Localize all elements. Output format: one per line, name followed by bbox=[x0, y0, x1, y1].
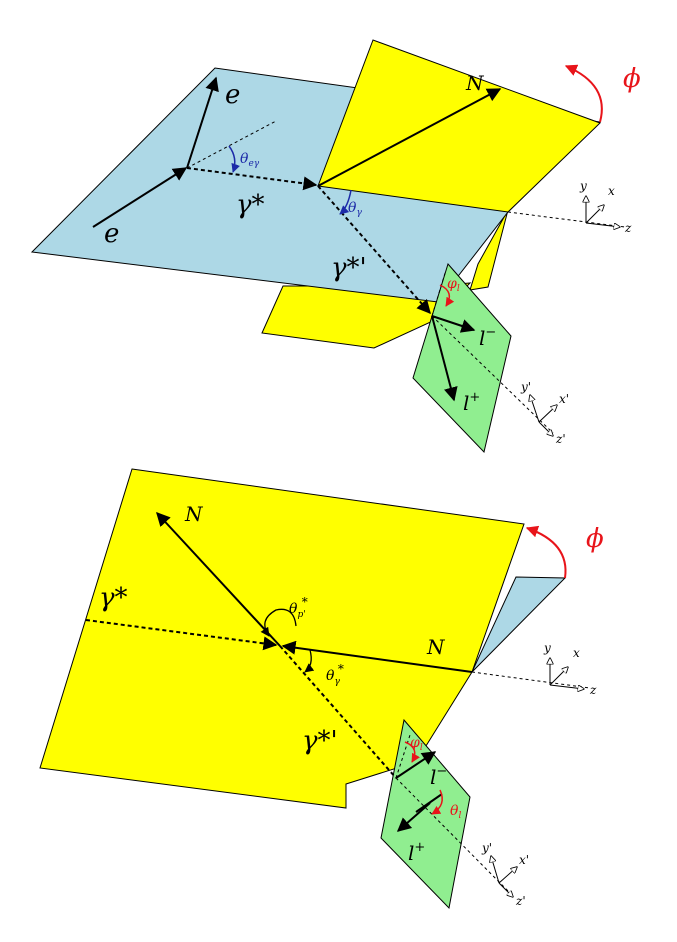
bottom-axis-z-label: z bbox=[589, 683, 597, 697]
bottom-label-theta-p: θp'* bbox=[289, 595, 308, 620]
bottom-axis-yprime-label: y' bbox=[481, 841, 492, 855]
bottom-axis-xprime-label: x' bbox=[519, 853, 529, 867]
top-yellow-lower-strip bbox=[469, 209, 509, 291]
top-dashed-green-axis bbox=[431, 269, 447, 317]
top-lepton-minus bbox=[431, 315, 476, 333]
top-lepton-plus bbox=[431, 315, 458, 402]
bottom-dashed-z-extension bbox=[471, 671, 591, 689]
top-theta-egamma-arc bbox=[228, 145, 240, 173]
bottom-label-l-minus: l− bbox=[430, 764, 447, 789]
top-label-theta-egamma: θeγ bbox=[240, 151, 260, 169]
bottom-label-gamma-star: γ* bbox=[99, 583, 128, 613]
top-yellow-upper-plane bbox=[317, 39, 601, 213]
bottom-nucleon-right bbox=[281, 640, 473, 673]
top-label-e-in: e bbox=[104, 219, 119, 249]
bottom-yellow-plane bbox=[39, 468, 525, 809]
top-phi-arc bbox=[564, 64, 603, 123]
bottom-diagram: N N γ* γ*' ϕ θp'* θγ* φl θl l− l+ y x z … bbox=[39, 468, 604, 910]
bottom-blue-plane bbox=[471, 576, 567, 673]
bottom-virtual-photon-prime bbox=[279, 645, 397, 779]
top-virtual-photon-prime bbox=[317, 185, 431, 315]
top-nucleon-vector bbox=[317, 88, 502, 187]
bottom-label-l-plus: l+ bbox=[408, 840, 425, 865]
top-axes-xyz: y x z bbox=[579, 179, 632, 235]
top-theta-gamma-arc bbox=[339, 189, 352, 215]
bottom-label-N-upper: N bbox=[184, 502, 204, 526]
bottom-theta-gamma-arc bbox=[304, 649, 315, 673]
top-diagram: e e γ* γ*' N ϕ θeγ θγ φl l− l+ y x z y' … bbox=[30, 39, 641, 454]
bottom-lepton-plus-back bbox=[396, 802, 431, 832]
top-incoming-electron bbox=[92, 167, 188, 228]
top-label-theta-gamma: θγ bbox=[348, 200, 362, 218]
top-label-varphi-l: φl bbox=[447, 276, 460, 294]
top-label-l-minus: l− bbox=[479, 325, 496, 350]
bottom-lepton-minus bbox=[395, 751, 437, 779]
bottom-varphi-arc bbox=[404, 741, 420, 763]
top-green-plane bbox=[412, 262, 512, 454]
bottom-label-phi: ϕ bbox=[586, 524, 604, 554]
top-axis-z-label: z bbox=[624, 221, 632, 235]
bottom-axes-xyz: y x z bbox=[543, 641, 597, 697]
bottom-nucleon-upper bbox=[156, 511, 281, 647]
top-axis-y-label: y bbox=[579, 179, 587, 193]
bottom-theta-p-arc bbox=[260, 608, 297, 637]
top-label-gamma-star-prime: γ*' bbox=[331, 253, 367, 283]
top-dashed-electron-extension bbox=[186, 120, 277, 169]
top-dashed-zprime-extension bbox=[431, 315, 554, 434]
top-axis-yprime-label: y' bbox=[520, 380, 531, 394]
top-axes-prime: y' x' z' bbox=[520, 380, 569, 446]
bottom-label-N-right: N bbox=[426, 635, 446, 659]
top-label-l-plus: l+ bbox=[463, 390, 480, 415]
bottom-axis-x-label: x bbox=[573, 646, 580, 660]
bottom-phi-arc bbox=[525, 525, 567, 579]
bottom-virtual-photon bbox=[85, 619, 278, 651]
bottom-label-theta-l: θl bbox=[450, 803, 461, 821]
bottom-label-varphi-l: φl bbox=[410, 735, 423, 753]
bottom-label-gamma-star-prime: γ*' bbox=[302, 726, 338, 756]
top-axis-xprime-label: x' bbox=[559, 392, 569, 406]
top-virtual-photon bbox=[186, 167, 318, 191]
top-axis-x-label: x bbox=[608, 184, 615, 198]
top-outgoing-electron bbox=[186, 76, 219, 169]
top-label-e-out: e bbox=[225, 80, 240, 110]
top-label-phi: ϕ bbox=[623, 64, 641, 94]
bottom-axes-prime: y' x' z' bbox=[481, 841, 529, 908]
top-label-gamma-star: γ* bbox=[236, 190, 265, 220]
top-varphi-arc bbox=[439, 284, 455, 307]
bottom-label-theta-gamma: θγ* bbox=[326, 662, 344, 687]
top-label-N: N bbox=[465, 71, 485, 95]
bottom-axis-zprime-label: z' bbox=[515, 894, 526, 908]
bottom-green-plane bbox=[380, 718, 471, 910]
top-axis-zprime-label: z' bbox=[555, 432, 566, 446]
bottom-theta-l-arc bbox=[431, 789, 443, 815]
bottom-axis-y-label: y bbox=[543, 641, 551, 655]
bottom-dashed-green-axis bbox=[395, 734, 411, 779]
top-dashed-z-extension bbox=[507, 211, 626, 228]
